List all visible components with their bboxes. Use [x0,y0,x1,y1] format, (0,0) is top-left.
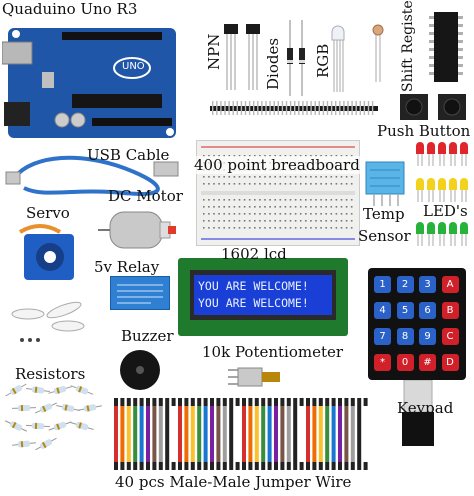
usb-cable [4,148,184,208]
potentiometer [228,360,284,398]
led [460,222,468,246]
label-jumper-wire: 40 pcs Male-Male Jumper Wire [115,473,352,491]
led [438,222,446,246]
photoresistor [370,24,386,88]
shift-register-ic [428,12,464,88]
buzzer [118,348,162,396]
dc-motor [98,206,178,258]
label-sensor: Sensor [358,227,411,245]
keypad-key-#[interactable]: # [419,354,436,371]
label-buzzer: Buzzer [121,327,174,345]
label-lcd: 1602 lcd [221,245,287,263]
label-potentiometer: 10k Potentiometer [202,343,344,361]
label-leds: LED's [423,202,468,220]
led [449,222,457,246]
keypad-key-7[interactable]: 7 [374,328,391,345]
led [460,142,468,166]
label-keypad: Keypad [397,399,454,417]
label-usb-cable: USB Cable [87,146,170,164]
resistors [2,380,102,464]
keypad-key-8[interactable]: 8 [396,328,414,345]
keypad-key-A[interactable]: A [441,276,459,293]
leds [412,140,472,254]
led [416,178,424,202]
label-diodes: Diodes [264,37,282,90]
keypad-key-0[interactable]: 0 [396,354,414,371]
servo-horns [8,296,88,352]
lcd-1602: YOU ARE WELCOME! YOU ARE WELCOME! [178,258,348,336]
lcd-line-2: YOU ARE WELCOME! [198,296,309,310]
keypad-key-3[interactable]: 3 [419,276,436,293]
led [427,142,435,166]
keypad-key-6[interactable]: 6 [419,302,436,319]
led [427,178,435,202]
led [438,178,446,202]
jumper-wires [110,398,378,474]
keypad-key-D[interactable]: D [441,354,459,371]
temp-sensor [364,160,408,212]
lcd-screen: YOU ARE WELCOME! YOU ARE WELCOME! [194,275,332,315]
keypad-key-C[interactable]: C [441,328,459,345]
keypad-key-1[interactable]: 1 [374,276,391,293]
label-servo: Servo [26,204,70,222]
label-shift-register: Shift Register [400,0,416,92]
relay [110,276,170,310]
label-push-button: Push Button [377,122,471,140]
keypad-key-9[interactable]: 9 [419,328,436,345]
led [427,222,435,246]
label-arduino: Quaduino Uno R3 [2,0,138,18]
diodes [282,20,310,100]
keypad-ribbon-cable [398,379,438,454]
arduino-uno-board: UNO [1,22,178,140]
rgb-led [330,24,346,98]
keypad-key-4[interactable]: 4 [374,302,391,319]
servo [10,222,90,294]
label-npn: NPN [205,33,223,70]
keypad-key-*[interactable]: * [374,354,391,371]
led [416,142,424,166]
npn-transistors [222,22,264,96]
pin-header-strip [210,100,378,119]
lcd-line-1: YOU ARE WELCOME! [198,279,309,293]
keypad-key-5[interactable]: 5 [396,302,414,319]
board-uno-logo: UNO [122,61,145,72]
keypad-key-2[interactable]: 2 [396,276,414,293]
keypad-key-B[interactable]: B [441,302,459,319]
label-breadboard: 400 point breadboard [194,156,360,174]
label-resistors: Resistors [15,365,86,383]
label-rgb: RGB [314,43,332,78]
led [416,222,424,246]
led [449,178,457,202]
label-dc-motor: DC Motor [108,187,183,205]
led [438,142,446,166]
led [460,178,468,202]
led [449,142,457,166]
push-buttons [398,92,470,126]
label-relay: 5v Relay [94,258,160,276]
label-temp: Temp [363,205,405,223]
